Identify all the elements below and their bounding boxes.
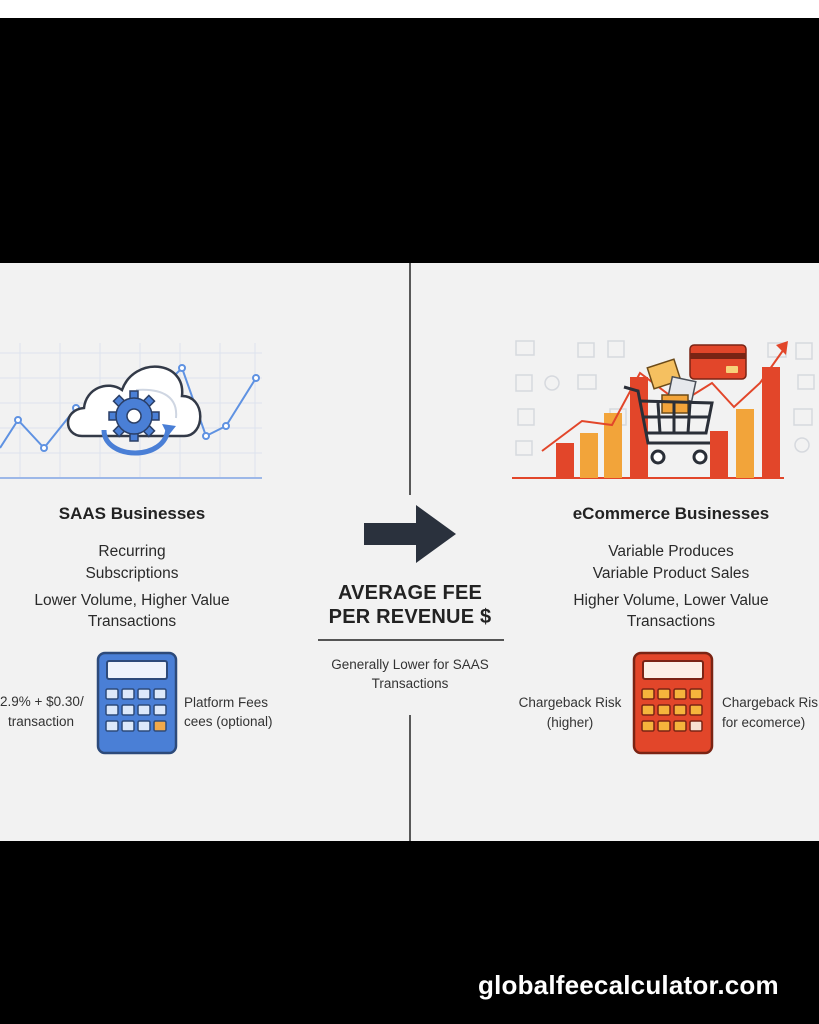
- center-title-line2: PER REVENUE $: [328, 606, 492, 628]
- saas-platform-note-line1: Platform Fees: [184, 695, 269, 710]
- comparison-panel: SAAS Businesses Recurring Subscriptions …: [0, 263, 819, 841]
- arrow-right-icon: [364, 505, 456, 563]
- center-underline: [318, 639, 504, 641]
- saas-line2: Subscriptions: [85, 565, 179, 582]
- center-divider-top: [409, 263, 411, 495]
- center-note-line1: Generally Lower for SAAS: [331, 657, 489, 672]
- ecommerce-heading: eCommerce Businesses: [572, 504, 770, 523]
- ecommerce-line2: Variable Product Sales: [592, 565, 750, 582]
- brand-watermark: globalfeecalculator.com: [478, 970, 779, 1000]
- saas-fee-note-line1: 2.9% + $0.30/: [0, 694, 84, 709]
- saas-line3: Lower Volume, Higher Value: [34, 592, 230, 609]
- ecommerce-chargeback-left-line2: (higher): [546, 715, 594, 730]
- ecommerce-line3: Higher Volume, Lower Value: [573, 592, 769, 609]
- ecommerce-chargeback-right-line2: for ecomerce): [722, 715, 806, 730]
- cloud-gear-icon: [0, 343, 262, 479]
- top-strip: [0, 0, 819, 18]
- ecommerce-line4: Transactions: [626, 613, 716, 630]
- ecommerce-calculator-icon: [632, 651, 714, 755]
- center-title-line1: AVERAGE FEE: [337, 582, 483, 604]
- ecommerce-line1: Variable Produces: [608, 543, 734, 560]
- ecommerce-chargeback-right-line1: Chargeback Ris: [722, 695, 819, 710]
- saas-platform-note-line2: cees (optional): [184, 714, 273, 729]
- saas-line4: Transactions: [87, 613, 177, 630]
- saas-heading: SAAS Businesses: [58, 504, 206, 523]
- saas-fee-note-line2: transaction: [8, 714, 75, 729]
- ecommerce-chargeback-left-line1: Chargeback Risk: [518, 695, 622, 710]
- shopping-cart-icon: [512, 340, 815, 479]
- saas-calculator-icon: [96, 651, 178, 755]
- center-divider-bottom: [409, 715, 411, 841]
- saas-line1: Recurring: [98, 543, 166, 560]
- center-note-line2: Transactions: [371, 676, 449, 691]
